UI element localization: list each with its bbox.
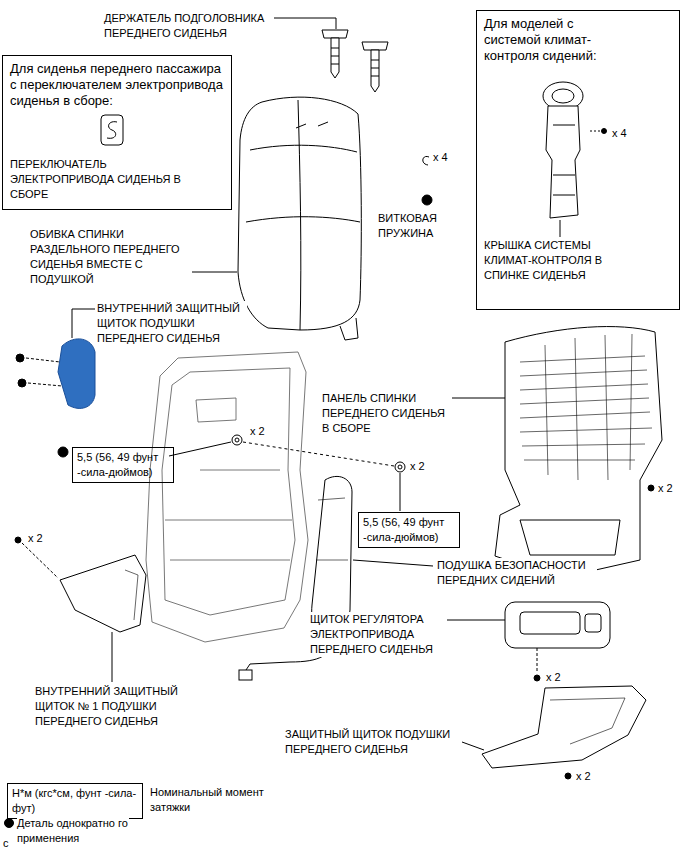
legend-note: Номинальный момент затяжки [150,785,275,815]
condition-box: Для моделей с системой климат-контроля с… [476,10,680,310]
condition-box: Для сиденья переднего пассажира с перекл… [2,55,232,210]
torque-unit: Н*м (кгс*см, фунт -сила-фут) [12,786,138,816]
quantity-label: x 4 [433,150,448,165]
torque-value: 5,5 (56, 49 фунт -сила-дюймов) [77,450,169,480]
condition-heading: Для моделей с системой климат-контроля с… [484,16,624,64]
legend-label: Деталь однократно го применения [17,816,129,846]
quantity-label: x 2 [576,769,591,784]
quantity-label: x 2 [546,670,561,685]
part-label: ЩИТОК РЕГУЛЯТОРА ЭЛЕКТРОПРИВОДА ПЕРЕДНЕГ… [310,612,445,657]
part-label: ОБИВКА СПИНКИ РАЗДЕЛЬНОГО ПЕРЕДНЕГО СИДЕ… [30,227,188,287]
condition-heading: Для сиденья переднего пассажира с перекл… [10,61,226,109]
torque-spec-box: 5,5 (56, 49 фунт -сила-дюймов) [358,512,460,548]
quantity-label: x 4 [612,126,627,141]
part-label: ПОДУШКА БЕЗОПАСНОСТИ ПЕРЕДНИХ СИДЕНИЙ [437,558,597,588]
torque-value: 5,5 (56, 49 фунт -сила-дюймов) [363,515,455,545]
figure-code: c [3,836,9,851]
part-label: ПАНЕЛЬ СПИНКИ ПЕРЕДНЕГО СИДЕНЬЯ В СБОРЕ [322,391,452,436]
quantity-label: x 2 [28,531,43,546]
part-label: ПЕРЕКЛЮЧАТЕЛЬ ЭЛЕКТРОПРИВОДА СИДЕНЬЯ В С… [10,157,183,202]
quantity-label: x 2 [410,459,425,474]
legend-box: Н*м (кгс*см, фунт -сила-фут) [7,783,143,819]
quantity-label: x 2 [658,481,673,496]
part-label: ВИТКОВАЯ ПРУЖИНА [378,211,468,241]
part-label: КРЫШКА СИСТЕМЫ КЛИМАТ-КОНТРОЛЯ В СПИНКЕ … [484,238,606,283]
part-label: ЗАЩИТНЫЙ ЩИТОК ПОДУШКИ ПЕРЕДНЕГО СИДЕНЬЯ [285,727,460,757]
torque-spec-box: 5,5 (56, 49 фунт -сила-дюймов) [72,447,174,483]
part-label: ВНУТРЕННИЙ ЗАЩИТНЫЙ ЩИТОК № 1 ПОДУШКИ ПЕ… [35,684,190,729]
quantity-label: x 2 [250,424,265,439]
part-label: ВНУТРЕННИЙ ЗАЩИТНЫЙ ЩИТОК ПОДУШКИ ПЕРЕДН… [97,301,247,346]
part-label: ДЕРЖАТЕЛЬ ПОДГОЛОВНИКА ПЕРЕДНЕГО СИДЕНЬЯ [104,11,274,41]
